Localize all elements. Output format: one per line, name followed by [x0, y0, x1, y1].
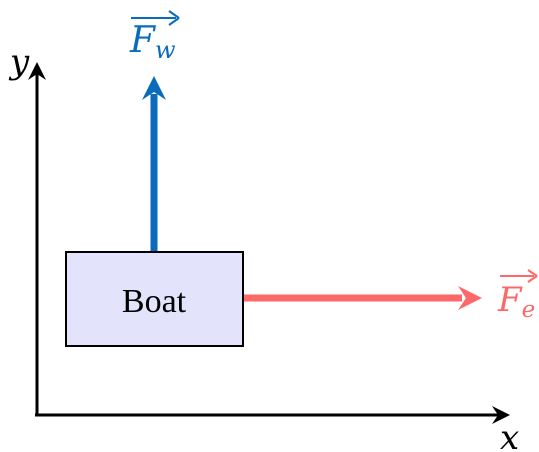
engine-force-symbol: F	[497, 280, 523, 320]
boat-box	[65, 251, 244, 347]
svg-text:Fe: Fe	[497, 280, 535, 323]
wind-force-symbol: F	[129, 20, 157, 61]
x-axis-arrowhead	[492, 406, 510, 424]
wind-force-arrowhead	[142, 76, 166, 100]
axes	[28, 62, 510, 424]
wind-force-subscript: w	[155, 36, 176, 64]
y-axis-label: y	[8, 42, 30, 82]
engine-force-subscript: e	[522, 297, 536, 323]
x-axis-label: x	[500, 418, 519, 452]
engine-force-arrowhead	[458, 286, 482, 310]
engine-vector-overarrow-head	[527, 269, 538, 283]
boat-label: Boat	[122, 283, 187, 320]
svg-text:Fw: Fw	[129, 20, 176, 64]
engine-force-label: Fe	[497, 269, 538, 323]
wind-force-arrow	[142, 76, 166, 252]
wind-vector-overarrow-head	[168, 10, 180, 26]
engine-force-arrow	[244, 286, 482, 310]
wind-force-label: Fw	[129, 10, 180, 64]
y-axis-arrowhead	[28, 62, 46, 80]
